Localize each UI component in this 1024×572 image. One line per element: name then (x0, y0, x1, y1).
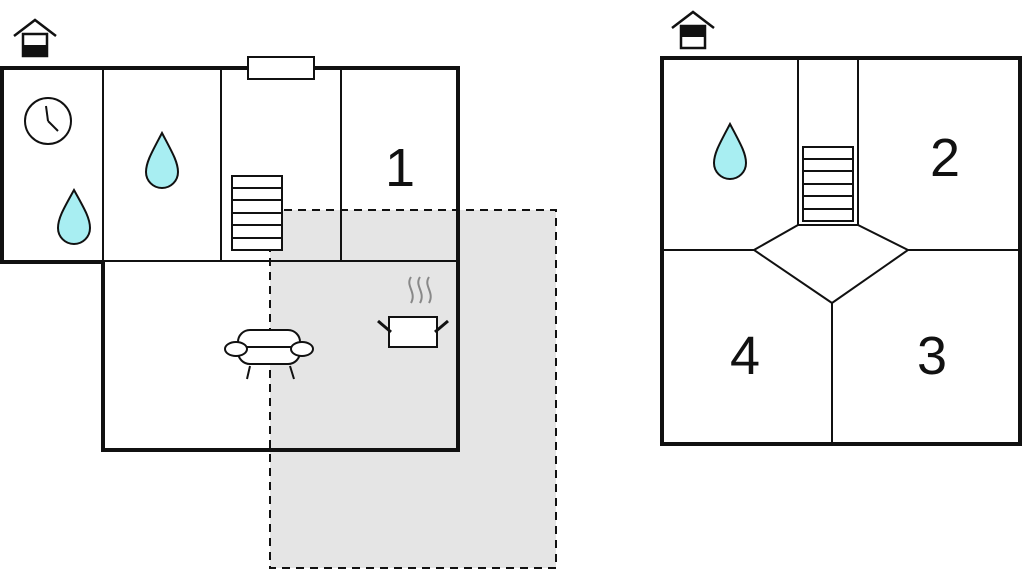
staircase-icon (802, 146, 854, 222)
water-drop-icon (56, 187, 92, 245)
water-drop-icon (144, 130, 180, 189)
house-ground-floor-icon (13, 18, 57, 58)
ground-floor-outline (0, 66, 460, 452)
hallway-outline (752, 224, 910, 305)
upper-floor: 2 3 4 (660, 10, 1022, 446)
ground-floor: 1 (0, 18, 557, 569)
room-label: 4 (730, 326, 760, 386)
house-upper-floor-icon (671, 10, 715, 50)
staircase-icon (231, 175, 283, 251)
sofa-icon (224, 329, 314, 380)
water-drop-icon (712, 121, 748, 180)
cooking-pot-icon (377, 276, 449, 348)
terrace-area (269, 209, 557, 569)
room-label: 2 (930, 128, 960, 188)
room-label: 3 (917, 326, 947, 386)
chimney-icon (247, 56, 315, 80)
clock-icon (24, 97, 72, 145)
room-label: 1 (385, 138, 415, 198)
